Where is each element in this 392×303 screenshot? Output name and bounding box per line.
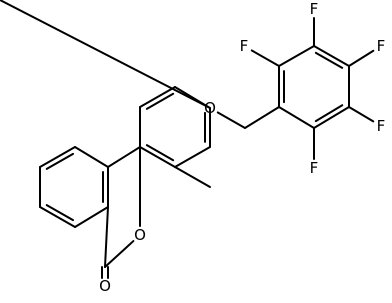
bond-14 <box>139 146 176 168</box>
atom-label-fluorine-3: F <box>377 37 386 55</box>
atom-label-ether-oxygen: O <box>204 99 216 117</box>
atom-label-carbonyl-oxygen: O <box>99 277 111 295</box>
atom-label-fluorine-4: F <box>377 117 386 135</box>
bond-4 <box>39 206 76 228</box>
bond-c-o-ether <box>0 0 211 109</box>
bond-o-ch2 <box>216 111 246 129</box>
bond-layer <box>0 0 375 279</box>
bond-10 <box>139 86 176 108</box>
bond-16 <box>244 106 280 129</box>
bond-c-f <box>348 106 375 123</box>
bond-c-o-ring <box>104 240 135 268</box>
atom-label-ring-oxygen: O <box>134 226 146 244</box>
bond-22 <box>278 106 315 129</box>
bond-3 <box>74 206 109 228</box>
bond-1 <box>74 146 109 168</box>
bond-inner <box>145 144 175 162</box>
bond-inner <box>314 104 344 123</box>
bond-inner <box>45 204 75 222</box>
atom-label-fluorine-1: F <box>240 37 249 55</box>
bond-inner <box>314 51 344 69</box>
atom-label-fluorine-2: F <box>310 0 319 18</box>
bond-15 <box>174 166 211 188</box>
bond-19 <box>313 45 350 67</box>
bond-21 <box>313 106 350 129</box>
bond-0 <box>39 146 76 168</box>
bond-6 <box>107 146 141 168</box>
bond-inner <box>145 92 175 110</box>
bond-13 <box>174 146 211 168</box>
bond-18 <box>278 45 315 67</box>
bond-c-f <box>348 49 375 67</box>
bond-c-f <box>250 49 280 67</box>
bond-8 <box>104 206 109 268</box>
bond-inner <box>45 152 75 170</box>
atom-label-fluorine-5: F <box>310 159 319 177</box>
